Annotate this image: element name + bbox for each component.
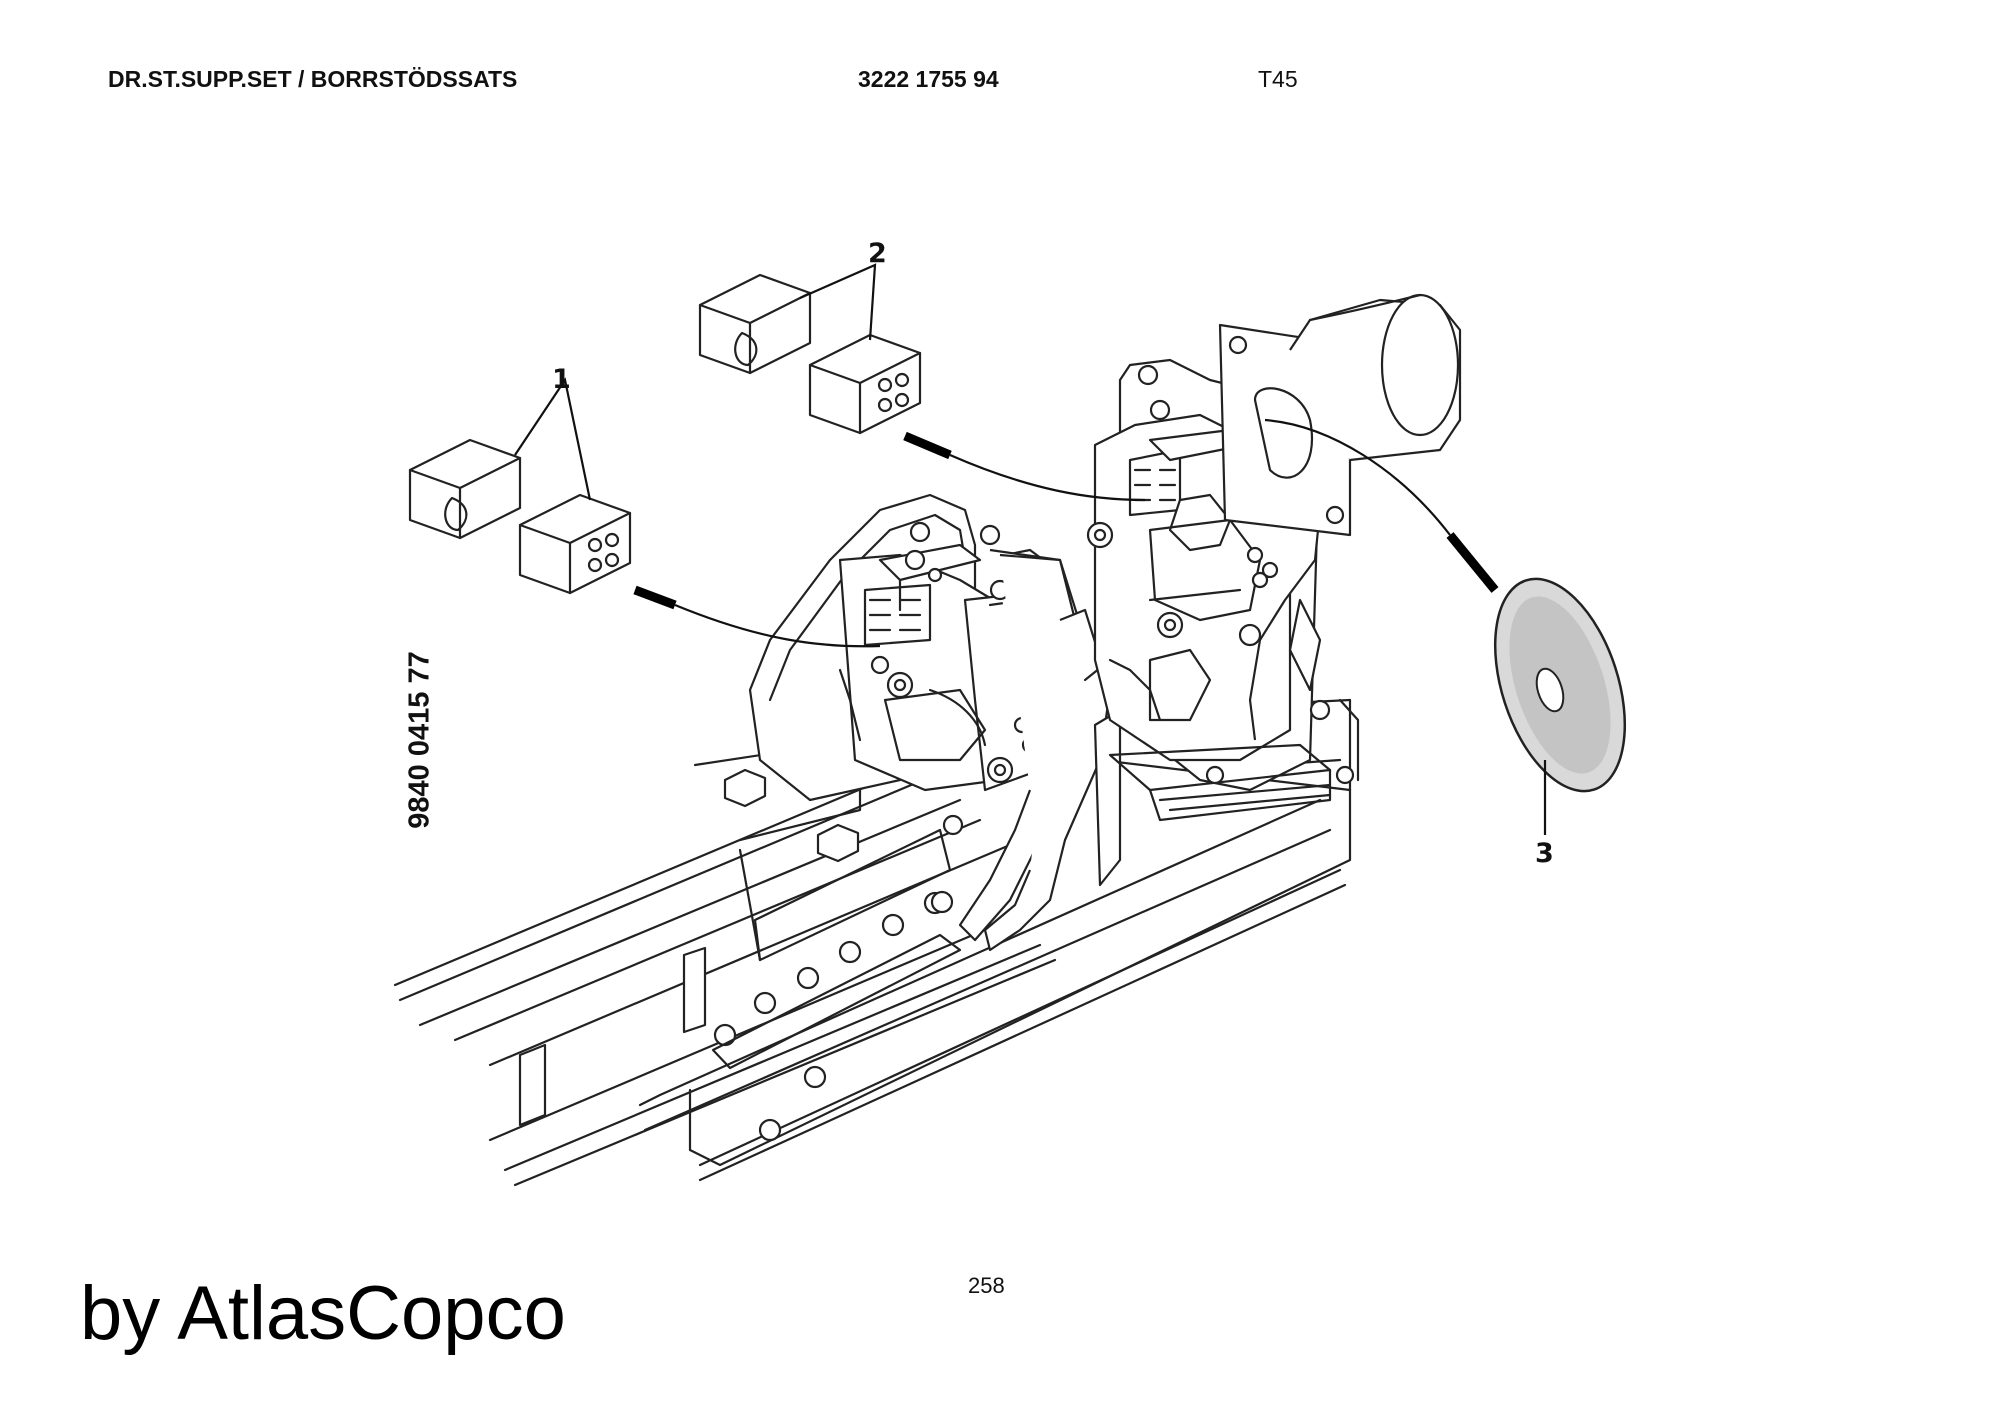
brand-label: by AtlasCopco	[80, 1271, 566, 1356]
leader-lines	[633, 418, 1499, 648]
model-label: T45	[1258, 66, 1298, 92]
callout-3: 3	[1535, 838, 1554, 869]
assembly-part-number: 3222 1755 94	[858, 66, 999, 92]
part-1-bushing-set	[408, 377, 632, 595]
callout-1: 1	[552, 364, 571, 395]
page-number: 258	[968, 1273, 1005, 1298]
front-support-housing	[748, 493, 1122, 952]
bolt-row	[713, 814, 964, 1142]
drawing-part-number: 9840 0415 77	[403, 651, 436, 829]
part-3-grinding-wheel	[1493, 577, 1627, 835]
part-2-bushing-set	[698, 263, 922, 435]
callout-2: 2	[868, 238, 887, 269]
page-title: DR.ST.SUPP.SET / BORRSTÖDSSATS	[108, 66, 518, 92]
rotation-unit	[1218, 293, 1462, 537]
